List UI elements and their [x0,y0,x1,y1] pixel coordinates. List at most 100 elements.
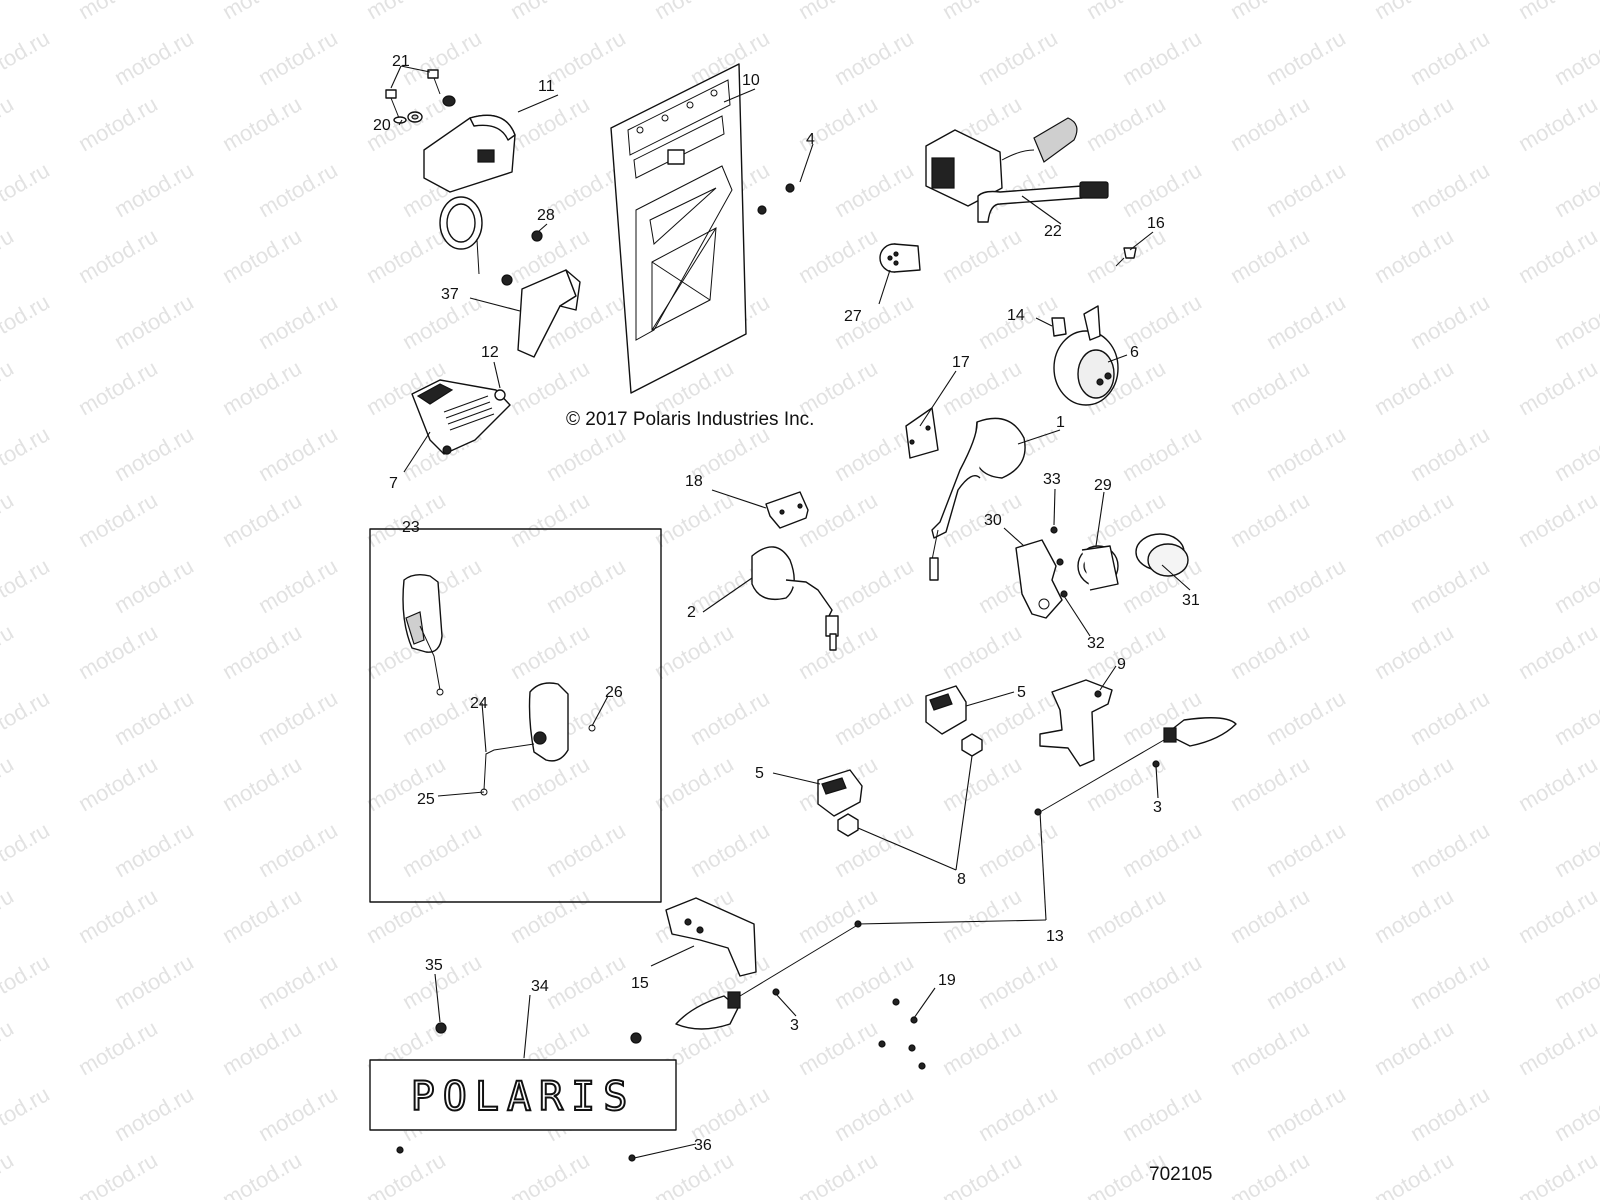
watermark-text: motod.ru [1262,289,1350,354]
mirror-kit-box [369,528,662,903]
watermark-text: motod.ru [0,421,54,486]
watermark-text: motod.ru [650,751,738,816]
watermark-text: motod.ru [1550,553,1600,618]
watermark-text: motod.ru [1406,25,1494,90]
watermark-text: motod.ru [830,25,918,90]
watermark-text: motod.ru [110,289,198,354]
watermark-text: motod.ru [1370,487,1458,552]
callout-2: 2 [687,604,696,621]
watermark-text: motod.ru [0,0,18,24]
watermark-text: motod.ru [110,949,198,1014]
watermark-text: motod.ru [794,1015,882,1080]
watermark-text: motod.ru [1406,553,1494,618]
watermark-text: motod.ru [74,1015,162,1080]
callout-6: 6 [1130,344,1139,361]
bracket-18 [765,491,809,529]
watermark-text: motod.ru [542,553,630,618]
watermark-text: motod.ru [938,751,1026,816]
watermark-text: motod.ru [0,883,18,948]
watermark-text: motod.ru [0,157,54,222]
watermark-text: motod.ru [0,91,18,156]
watermark-text: motod.ru [1262,157,1350,222]
watermark-text: motod.ru [218,0,306,24]
nut-35 [435,1022,447,1034]
watermark-text: motod.ru [686,817,774,882]
watermark-text: motod.ru [218,223,306,288]
callout-25: 25 [417,791,435,808]
callout-15: 15 [631,975,649,992]
callout-8: 8 [957,871,966,888]
watermark-text: motod.ru [110,157,198,222]
watermark-text: motod.ru [1118,157,1206,222]
watermark-text: motod.ru [1370,1015,1458,1080]
callout-26: 26 [605,684,623,701]
watermark-text: motod.ru [398,25,486,90]
callout-30: 30 [984,512,1002,529]
watermark-text: motod.ru [362,1147,450,1200]
watermark-text: motod.ru [74,91,162,156]
plate-lettering: POLARIS [411,1074,636,1120]
watermark-text: motod.ru [1550,421,1600,486]
rubber-boot-lower [817,769,863,817]
watermark-text: motod.ru [0,619,18,684]
mirror-left [751,546,839,651]
callout-29: 29 [1094,477,1112,494]
screws-and-washers [385,69,456,124]
watermark-text: motod.ru [0,355,18,420]
watermark-text: motod.ru [1262,553,1350,618]
watermark-text: motod.ru [1370,223,1458,288]
watermark-text: motod.ru [506,0,594,24]
small-bracket [501,183,795,358]
leader-lines [390,65,1191,1159]
watermark-text: motod.ru [362,0,450,24]
watermark-text: motod.ru [0,949,54,1014]
watermark-text: motod.ru [362,883,450,948]
screw-36-left [396,1146,404,1154]
watermark-text: motod.ru [830,421,918,486]
watermark-text: motod.ru [1550,25,1600,90]
watermark-text: motod.ru [1550,157,1600,222]
callout-21: 21 [392,53,410,70]
callout-5: 5 [1017,684,1026,701]
watermark-text: motod.ru [938,883,1026,948]
watermark-text: motod.ru [830,157,918,222]
watermark-text: motod.ru [1082,1015,1170,1080]
switch-block [411,379,511,455]
watermark-text: motod.ru [830,553,918,618]
polaris-badge-plate: POLARIS [369,1059,677,1131]
watermark-text: motod.ru [74,223,162,288]
watermark-text: motod.ru [218,751,306,816]
watermark-text: motod.ru [1262,1081,1350,1146]
horn [1051,247,1137,406]
watermark-text: motod.ru [1118,421,1206,486]
watermark-text: motod.ru [74,619,162,684]
drawing-number: 702105 [1149,1164,1212,1185]
watermark-text: motod.ru [1226,91,1314,156]
watermark-text: motod.ru [1118,817,1206,882]
watermark-text: motod.ru [974,1081,1062,1146]
callout-13: 13 [1046,928,1064,945]
watermark-text: motod.ru [110,685,198,750]
callout-33: 33 [1043,471,1061,488]
watermark-text: motod.ru [938,0,1026,24]
watermark-text: motod.ru [254,817,342,882]
watermark-text: motod.ru [254,1081,342,1146]
callout-22: 22 [1044,223,1062,240]
watermark-text: motod.ru [1370,0,1458,24]
watermark-text: motod.ru [974,817,1062,882]
watermark-text: motod.ru [1550,1081,1600,1146]
watermark-text: motod.ru [1550,949,1600,1014]
callout-16: 16 [1147,215,1165,232]
watermark-text: motod.ru [1514,355,1600,420]
watermark-text: motod.ru [1082,91,1170,156]
watermark-text: motod.ru [0,751,18,816]
watermark-text: motod.ru [506,619,594,684]
callout-4: 4 [806,131,815,148]
watermark-text: motod.ru [1082,0,1170,24]
watermark-text: motod.ru [1406,1081,1494,1146]
watermark-text: motod.ru [0,25,54,90]
watermark-text: motod.ru [974,949,1062,1014]
watermark-text: motod.ru [794,883,882,948]
watermark-text: motod.ru [794,223,882,288]
watermark-text: motod.ru [0,1081,54,1146]
